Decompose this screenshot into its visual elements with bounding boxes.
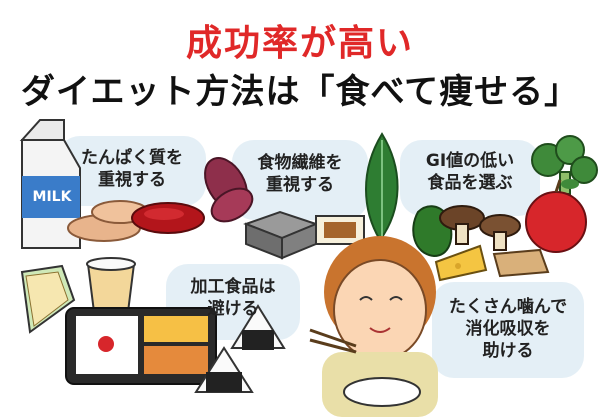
fiber-bubble [232, 140, 368, 220]
chew-tip-line3: 助ける [482, 341, 534, 361]
protein-tip: たんぱく質を 重視する [58, 147, 206, 191]
gi-tip-line1: GI値の低い [425, 151, 515, 171]
gi-bubble [400, 140, 540, 216]
onigiri-icon [194, 304, 286, 393]
leafy-greens-icon [365, 132, 399, 242]
natto-icon [315, 215, 365, 245]
milk-carton-label: MILK [32, 189, 72, 205]
processed-tip-line1: 加工食品は [190, 277, 276, 297]
apple-icon [525, 179, 587, 253]
subtitle: ダイエット方法は「食べて痩せる」 [20, 72, 580, 112]
fiber-tip-line2: 重視する [266, 175, 334, 195]
mushroom-icon [439, 205, 521, 251]
drink-cup-icon [86, 257, 136, 313]
konjac-icon [243, 210, 319, 260]
gi-tip: GI値の低い 食品を選ぶ [400, 150, 540, 194]
bento-box-icon [65, 307, 217, 385]
chew-tip-line1: たくさん噛んで [448, 297, 568, 317]
processed-tip-line2: 避ける [207, 299, 259, 319]
protein-bubble [58, 136, 206, 206]
fiber-tip: 食物繊維を 重視する [232, 152, 368, 196]
chew-tip-line2: 消化吸収を [465, 319, 551, 339]
protein-tip-line2: 重視する [98, 170, 166, 190]
protein-tip-line1: たんぱく質を [81, 148, 183, 168]
chew-bubble [432, 282, 584, 378]
gi-tip-line2: 食品を選ぶ [427, 173, 513, 193]
fiber-tip-line1: 食物繊維を [257, 153, 343, 173]
cheese-icon [434, 244, 488, 282]
sandwich-icon [20, 264, 76, 334]
chicken-icon [67, 200, 149, 242]
meat-icon [131, 202, 205, 234]
chew-tip: たくさん噛んで 消化吸収を 助ける [432, 296, 584, 362]
processed-tip: 加工食品は 避ける [166, 276, 300, 320]
bread-icon [492, 248, 550, 278]
milk-carton-icon [19, 119, 81, 249]
broccoli-icon [531, 135, 598, 195]
main-title: 成功率が高い [185, 23, 414, 64]
sweet-potato-icon [204, 157, 254, 223]
woman-eating-icon [309, 236, 438, 417]
